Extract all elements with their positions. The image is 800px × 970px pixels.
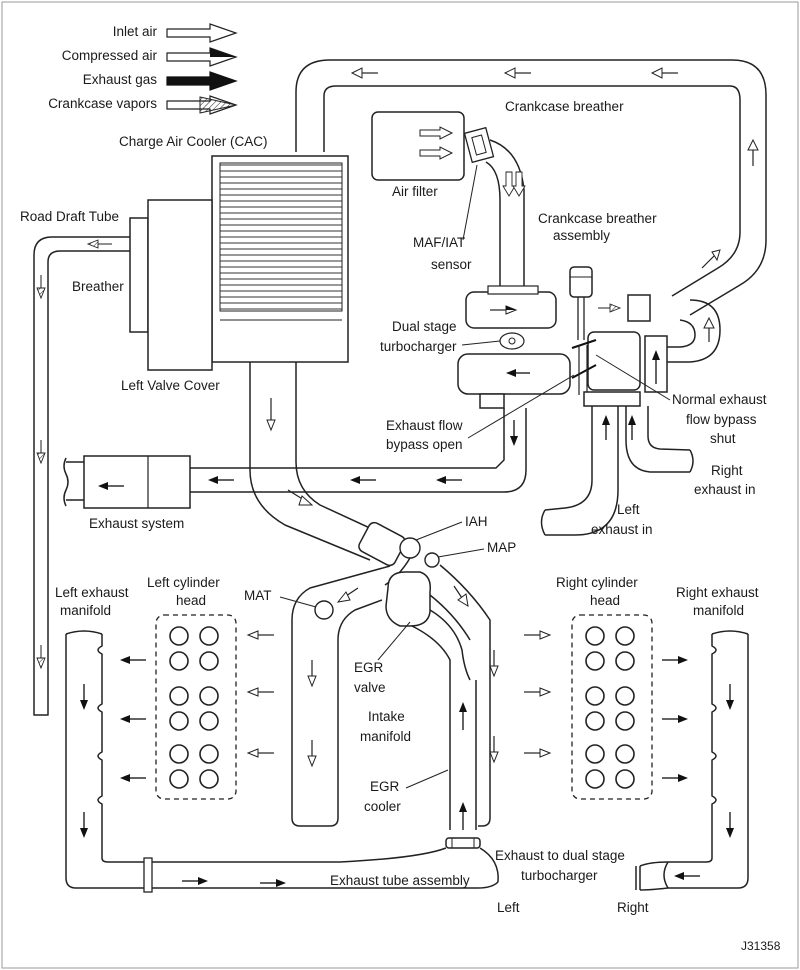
maf-leader-line [462,164,478,241]
intake-manifold-label-2: manifold [360,729,411,744]
right-exhaust-manifold-label-2: manifold [693,603,744,618]
egr-valve-label-1: EGR [354,660,384,675]
left-cylinder-head [120,614,274,800]
crankcase-vapors-arrow-icon [166,95,238,115]
map-label: MAP [487,540,516,555]
egr-cooler-label-2: cooler [364,799,401,814]
legend-inlet-air-label: Inlet air [113,24,158,39]
legend-exhaust-gas-label: Exhaust gas [83,72,158,87]
exhaust-tube-assembly [143,847,499,893]
left-exhaust-in-label-2: exhaust in [591,522,653,537]
figure-id: J31358 [741,939,781,953]
iah-label: IAH [465,514,488,529]
breather-label: Breather [72,279,124,294]
egr-cooler-leader-line [405,769,449,789]
mat-leader-line [279,596,317,608]
exhaust-bypass-label-1: Exhaust flow [386,418,463,433]
left-label: Left [497,900,520,915]
normal-exhaust-leader-line [595,354,671,401]
crankcase-breather-assembly [569,266,651,340]
normal-exhaust-label-2: flow bypass [686,412,757,427]
maf-iat-label-1: MAF/IAT [413,235,465,250]
left-exhaust-manifold-label-2: manifold [60,603,111,618]
road-draft-tube-label: Road Draft Tube [20,209,119,224]
exhaust-system-label: Exhaust system [89,516,184,531]
dual-stage-label-1: Dual stage [392,319,457,334]
exhaust-bypass-label-2: bypass open [386,437,463,452]
normal-exhaust-label-3: shut [710,431,736,446]
right-exhaust-manifold [635,630,749,891]
exhaust-gas-arrow-icon [166,71,238,91]
left-exhaust-manifold-label-1: Left exhaust [55,585,129,600]
right-exhaust-in-label-1: Right [711,463,743,478]
exhaust-bypass-leader-line [467,374,575,439]
egr-cooler-label-1: EGR [370,779,400,794]
exhaust-to-turbo-label-2: turbocharger [521,868,598,883]
intake-manifold [291,564,499,827]
legend-crankcase-vapors-label: Crankcase vapors [48,96,157,111]
left-valve-cover-label: Left Valve Cover [121,378,220,393]
legend: Inlet air Compressed air Exhaust gas Cra… [48,23,238,115]
exhaust-system [63,455,462,509]
inlet-air-arrow-icon [166,23,238,43]
right-cylinder-head [524,614,688,800]
exhaust-to-turbo-label-1: Exhaust to dual stage [495,848,625,863]
dual-stage-label-2: turbocharger [380,339,457,354]
right-cyl-head-label-1: Right cylinder [556,575,638,590]
right-exhaust-manifold-label-1: Right exhaust [676,585,759,600]
crankcase-breather-label: Crankcase breather [505,99,624,114]
legend-compressed-air-label: Compressed air [62,48,158,63]
cac-label: Charge Air Cooler (CAC) [119,134,268,149]
left-exhaust-manifold [65,630,148,889]
right-label: Right [617,900,649,915]
air-filter-label: Air filter [392,184,438,199]
exhaust-tube-assembly-label: Exhaust tube assembly [330,873,470,888]
air-filter [371,111,526,290]
mat-label: MAT [244,588,272,603]
turbo-leader-line [461,340,501,346]
normal-exhaust-label-1: Normal exhaust [672,392,767,407]
crankcase-breather-assembly-label-1: Crankcase breather [538,211,657,226]
map-leader-line [437,548,485,558]
egr-valve-leader-line [377,621,411,661]
dual-stage-turbocharger [250,285,694,536]
right-exhaust-in-label-2: exhaust in [694,482,756,497]
maf-iat-label-2: sensor [431,257,472,272]
iah-leader-line [415,521,463,541]
intake-duct [249,362,440,586]
intake-manifold-label-1: Intake [368,709,405,724]
left-cyl-head-label-1: Left cylinder [147,575,220,590]
right-cyl-head-label-2: head [590,593,620,608]
left-cyl-head-label-2: head [176,593,206,608]
crankcase-breather-tube [295,59,767,363]
compressed-air-arrow-icon [166,47,238,67]
egr-system [385,571,481,849]
egr-valve-label-2: valve [354,680,386,695]
left-exhaust-in-label-1: Left [617,502,640,517]
breather-assembly [33,199,213,716]
crankcase-breather-assembly-label-2: assembly [553,228,610,243]
charge-air-cooler [211,155,349,363]
